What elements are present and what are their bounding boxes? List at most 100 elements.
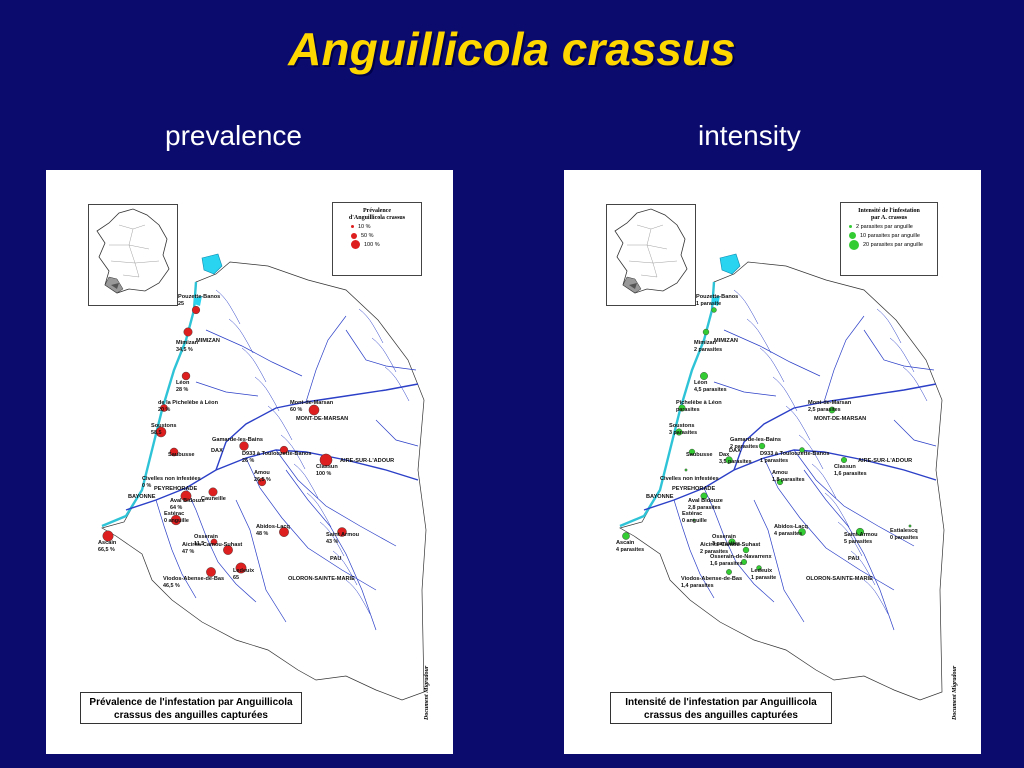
town-label: PAU [848,556,859,562]
stream-line [358,308,384,344]
intensity-value-label: 1 parasite [751,575,776,581]
river-line [185,487,257,603]
legend-title-line2: par A. crassus [870,215,908,221]
prevalence-value-label: 0 anguille [164,518,189,524]
town-label: AIRE-SUR-L'ADOUR [340,458,394,464]
river-line [375,419,419,447]
legend-title-line1: Intensité de l'infestation [858,208,920,214]
intensity-value-label: 0 parasites [890,535,918,541]
intensity-marker [622,532,630,540]
lake-cazaux [201,253,223,275]
prevalence-value-label: 60 % [290,407,302,413]
prevalence-value-label: 64 % [170,505,182,511]
intensity-legend: Intensité de l'infestation par A. crassu… [840,202,938,276]
intensity-value-label: 3 parasites [669,430,697,436]
town-label: MIMIZAN [196,338,220,344]
caption-line1: Intensité de l'infestation par Anguillic… [625,697,817,708]
stream-line [267,405,293,441]
stream-line [332,550,358,586]
intensity-caption: Intensité de l'infestation par Anguillic… [610,692,832,724]
stream-line [306,492,332,528]
site-name-label: Ledeuix [751,568,773,574]
site-name-label: Soustons [151,423,176,429]
site-name-label: Saubusse [686,452,712,458]
intensity-value-label: 0 anguille [682,518,707,524]
prevalence-marker [180,490,192,502]
intensity-marker [700,372,708,380]
intensity-value-label: 3,5 parasites [719,459,752,465]
legend-title-line1: Prévalence [363,208,391,214]
france-outline-icon [96,208,170,294]
intensity-value-label: 1,4 parasites [681,583,714,589]
legend-label: 50 % [361,232,374,239]
stream-line [902,366,928,402]
prevalence-marker [155,426,167,438]
prevalence-value-label: 11,5 [194,541,204,547]
site-name-label: de la Pichelèbe à Léon [158,400,219,406]
legend-label: 20 parasites par anguille [863,241,923,248]
intensity-marker [700,492,708,500]
intensity-value-label: 4,5 parasites [694,387,727,393]
intensity-marker [728,538,736,546]
town-label: PEYREHORADE [154,486,197,492]
stream-line [280,434,306,470]
site-name-label: Estialescq [890,528,918,534]
site-name-label: Ledeuix [233,568,255,574]
site-name-label: Pouzette-Banos [178,294,220,300]
river-line [285,469,377,631]
site-name-label: Soustons [669,423,694,429]
river-line [753,499,805,623]
site-name-label: Pouzette-Banos [696,294,738,300]
river-line [125,449,419,511]
river-line [723,329,821,377]
legend-item-medium: 50 % [333,231,421,240]
prevalence-marker [210,538,218,546]
site-name-label: Mont-de-Marsan [290,400,334,406]
town-label: PAU [330,556,341,562]
intensity-heading: intensity [698,120,801,151]
red-dot-icon [351,232,357,239]
prevalence-marker [223,545,233,555]
intensity-value-label: 2 parasites [700,549,728,555]
intensity-marker [741,559,747,565]
river-line [305,315,347,403]
intensity-value-label: 1,6 parasites [710,561,743,567]
caption-line1: Prévalence de l'infestation par Anguilli… [89,697,293,708]
town-label: AIRE-SUR-L'ADOUR [858,458,912,464]
legend-label: 10 parasites par anguille [860,232,920,239]
legend-item-large: 100 % [333,240,421,249]
river-line [673,499,715,599]
site-name-label: Abidos-Lacq [256,524,290,530]
stream-line [293,463,319,499]
site-name-label: Civelles non infestées [142,476,201,482]
river-line [793,449,915,547]
river-line [763,457,895,591]
stream-line [863,579,889,615]
intensity-marker [711,307,717,313]
site-name-label: Dax [719,452,730,458]
stream-line [241,347,267,383]
town-label: PEYREHORADE [672,486,715,492]
intensity-marker [828,406,836,414]
site-name-label: Cauneille [201,496,226,502]
prevalence-value-label: 48 % [256,531,268,537]
stream-line [254,376,280,412]
red-dot-icon [351,225,354,228]
prevalence-value-label: 43 % [326,539,338,545]
legend-title-line2: d'Anguillicola crassus [348,215,406,221]
town-label: DAX [211,448,223,454]
stream-line [889,337,915,373]
site-name-label: Mimizan [694,340,717,346]
site-name-label: Viodos-Abense-de-Bas [163,576,224,582]
legend-item-medium: 10 parasites par anguille [841,231,937,240]
intensity-marker [688,448,696,456]
caption-line2: crassus des anguilles capturées [114,710,268,721]
site-name-label: Osserain [712,534,737,540]
site-name-label: Aicirits-Camou-Suhast [182,542,242,548]
town-label: MONT-DE-MARSAN [814,416,866,422]
document-credit: Document Migradour [424,665,430,720]
france-locator-inset [606,204,696,306]
site-name-label: Ascain [616,540,635,546]
intensity-map: MIMIZANMONT-DE-MARSANDAXAIRE-SUR-L'ADOUR… [616,253,945,701]
